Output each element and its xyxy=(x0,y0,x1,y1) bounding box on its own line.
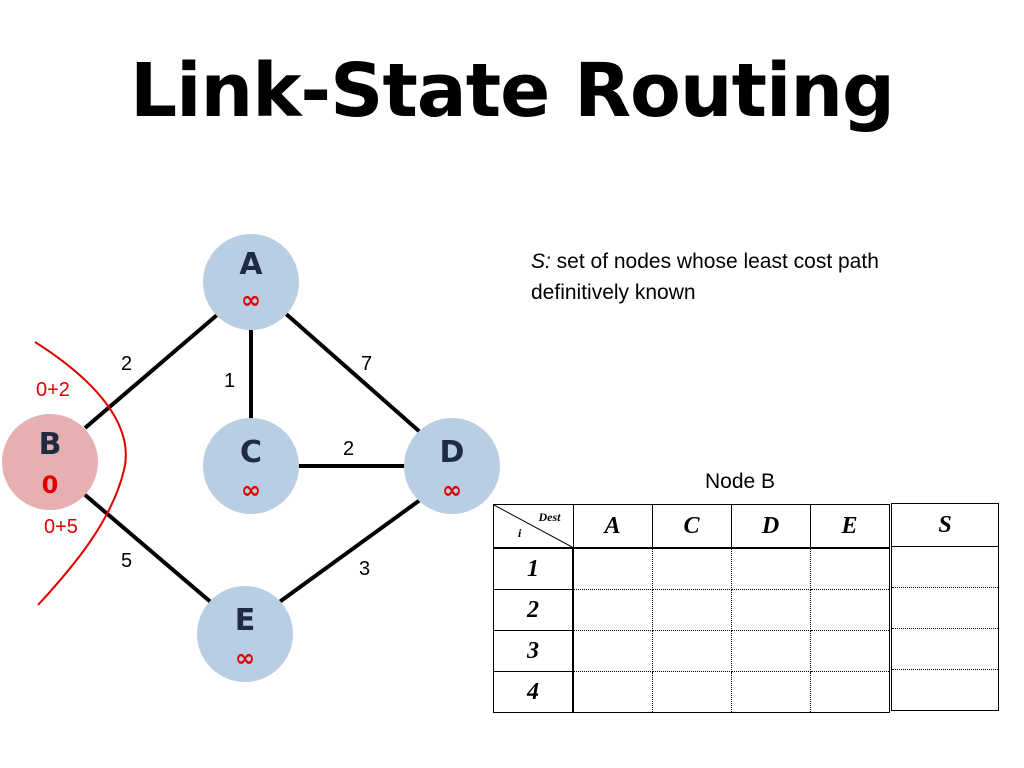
node-b: B 0 xyxy=(2,414,98,510)
s-column-header: S xyxy=(891,503,999,547)
corner-diagonal xyxy=(494,505,572,547)
edge-weight-c-d: 2 xyxy=(343,438,354,460)
s-table-cell xyxy=(891,669,999,711)
node-c-label: C xyxy=(240,435,262,470)
s-set-table: S xyxy=(891,503,999,711)
cut-label-to-a: 0+2 xyxy=(36,379,70,401)
table-cell xyxy=(651,547,732,590)
table-cell xyxy=(572,630,653,672)
node-c-cost: ∞ xyxy=(241,476,261,504)
node-e-label: E xyxy=(235,603,256,638)
column-header-e: E xyxy=(809,504,890,549)
s-table-cell xyxy=(891,546,999,588)
node-d: D ∞ xyxy=(404,418,500,514)
node-d-label: D xyxy=(440,435,465,470)
node-a: A ∞ xyxy=(203,234,299,330)
row-header-4: 4 xyxy=(493,671,574,713)
corner-dest-label: Dest xyxy=(538,510,561,524)
table-row: 4 xyxy=(493,671,890,713)
table-cell xyxy=(809,630,890,672)
row-header-2: 2 xyxy=(493,589,574,631)
corner-i-label: i xyxy=(518,526,522,540)
table-corner-cell: Dest i xyxy=(493,504,574,549)
node-a-label: A xyxy=(239,247,263,282)
node-e-cost: ∞ xyxy=(235,644,255,672)
edge-weight-e-d: 3 xyxy=(359,558,370,580)
edge-weight-b-a: 2 xyxy=(121,353,132,375)
s-table-cell xyxy=(891,587,999,629)
slide-title: Link-State Routing xyxy=(130,48,895,134)
table-cell xyxy=(572,589,653,631)
table-cell xyxy=(572,547,653,590)
table-cell xyxy=(651,671,732,713)
cut-label-to-e: 0+5 xyxy=(44,516,78,538)
table-row: 3 xyxy=(493,630,890,672)
table-cell xyxy=(651,589,732,631)
s-table-cell xyxy=(891,628,999,670)
table-cell xyxy=(809,547,890,590)
table-cell xyxy=(572,671,653,713)
node-d-cost: ∞ xyxy=(442,476,462,504)
table-row: 2 xyxy=(493,589,890,631)
node-a-cost: ∞ xyxy=(241,286,261,314)
edge-b-a xyxy=(83,313,219,430)
table-row: 1 xyxy=(493,547,890,590)
table-caption: Node B xyxy=(704,470,776,493)
table-cell xyxy=(730,671,811,713)
table-header-row: Dest i A C D E xyxy=(493,504,890,549)
row-header-3: 3 xyxy=(493,630,574,672)
edge-weight-b-e: 5 xyxy=(121,550,132,572)
table-cell xyxy=(730,630,811,672)
table-cell xyxy=(809,671,890,713)
s-definition-text: set of nodes whose least cost path defin… xyxy=(531,250,879,304)
node-c: C ∞ xyxy=(203,418,299,514)
edge-e-d xyxy=(276,498,422,605)
table-cell xyxy=(730,547,811,590)
node-b-cost: 0 xyxy=(42,471,59,499)
column-header-d: D xyxy=(730,504,811,549)
edge-a-d xyxy=(283,311,422,434)
table-cell xyxy=(809,589,890,631)
node-e: E ∞ xyxy=(197,586,293,682)
s-definition: S: set of nodes whose least cost path de… xyxy=(531,246,951,308)
cut-curve xyxy=(34,341,127,606)
column-header-c: C xyxy=(651,504,732,549)
edge-weight-a-c: 1 xyxy=(224,370,235,392)
distance-table: Dest i A C D E 1 2 3 4 xyxy=(493,504,890,713)
table-cell xyxy=(730,589,811,631)
edge-b-e xyxy=(82,492,215,606)
node-b-label: B xyxy=(39,427,62,462)
column-header-a: A xyxy=(572,504,653,549)
edge-weight-a-d: 7 xyxy=(361,353,372,375)
s-definition-symbol: S: xyxy=(531,250,551,273)
row-header-1: 1 xyxy=(493,547,574,590)
table-cell xyxy=(651,630,732,672)
